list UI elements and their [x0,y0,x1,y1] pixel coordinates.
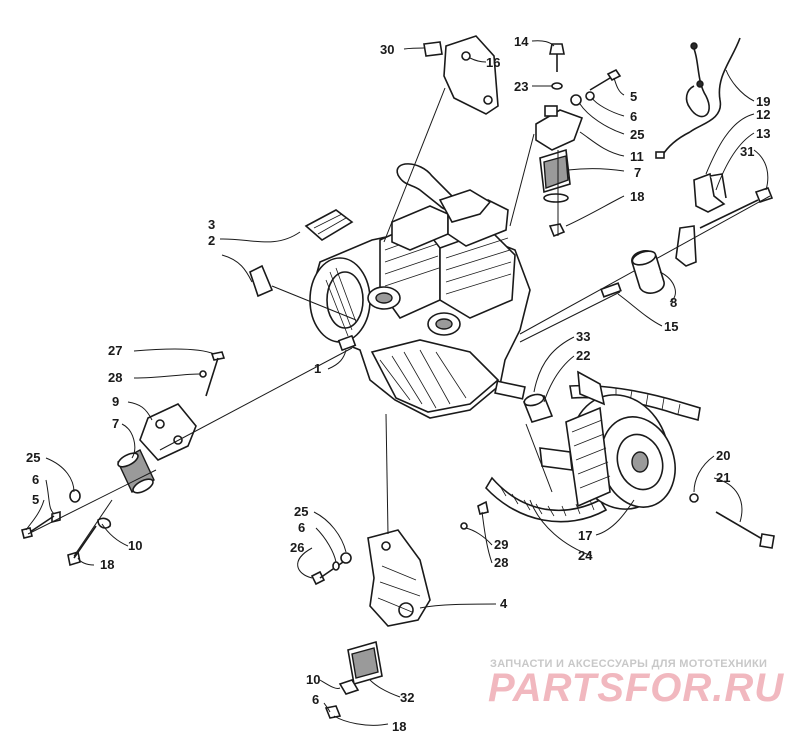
spacer-assembly [600,250,665,298]
callout-19: 19 [756,94,770,109]
callout-6-bottom: 6 [312,692,319,707]
callout-11: 11 [630,149,644,164]
callout-6-lower: 6 [298,520,305,535]
callout-18-left: 18 [100,557,114,572]
callout-26: 26 [290,540,304,555]
callout-24: 24 [578,548,593,563]
callout-25-top: 25 [630,127,644,142]
watermark-tagline: ЗАПЧАСТИ И АКСЕССУАРЫ ДЛЯ МОТОТЕХНИКИ [490,658,768,670]
callout-2: 2 [208,233,215,248]
callout-18-bottom: 18 [392,719,406,734]
callout-7-top: 7 [634,165,641,180]
callout-31: 31 [740,144,754,159]
callout-15: 15 [664,319,678,334]
callout-13: 13 [756,126,770,141]
callout-6-top: 6 [630,109,637,124]
alignment-lines [27,133,621,557]
callout-16: 16 [486,55,500,70]
callout-28-left: 28 [108,370,122,385]
callout-32: 32 [400,690,414,705]
heat-shield-parts [249,209,354,298]
callout-23: 23 [514,79,528,94]
callout-6-left: 6 [32,472,39,487]
callout-25-left: 25 [26,450,40,465]
callout-29: 29 [494,537,508,552]
callout-5-left: 5 [32,492,39,507]
callout-labels: 30 16 14 23 5 6 25 11 7 18 19 12 13 31 8… [26,34,770,734]
callout-30: 30 [380,42,394,57]
callout-9: 9 [112,394,119,409]
clutch-assembly [485,370,775,549]
callout-7-left: 7 [112,416,119,431]
top-bracket-assembly [383,35,499,243]
upper-mount-assembly [535,43,622,238]
callout-3: 3 [208,217,215,232]
leader-lines [25,40,769,726]
left-mount-assembly [21,351,226,567]
callout-12: 12 [756,107,770,122]
callout-28-lower: 28 [494,555,508,570]
callout-22: 22 [576,348,590,363]
callout-33: 33 [576,329,590,344]
callout-5-top: 5 [630,89,637,104]
lower-mount-assembly [310,413,489,719]
callout-20: 20 [716,448,730,463]
callout-27: 27 [108,343,122,358]
callout-21: 21 [716,470,730,485]
callout-10-lower: 10 [306,672,320,687]
wiring-harness [655,37,741,159]
watermark-logo: PARTSFOR.RU [488,666,785,710]
callout-1: 1 [314,361,321,376]
callout-25-lower: 25 [294,504,308,519]
callout-10-left: 10 [128,538,142,553]
callout-18-top: 18 [630,189,644,204]
callout-8: 8 [670,295,677,310]
callout-17: 17 [578,528,592,543]
engine-assembly [309,163,531,419]
callout-4: 4 [500,596,508,611]
callout-14: 14 [514,34,529,49]
